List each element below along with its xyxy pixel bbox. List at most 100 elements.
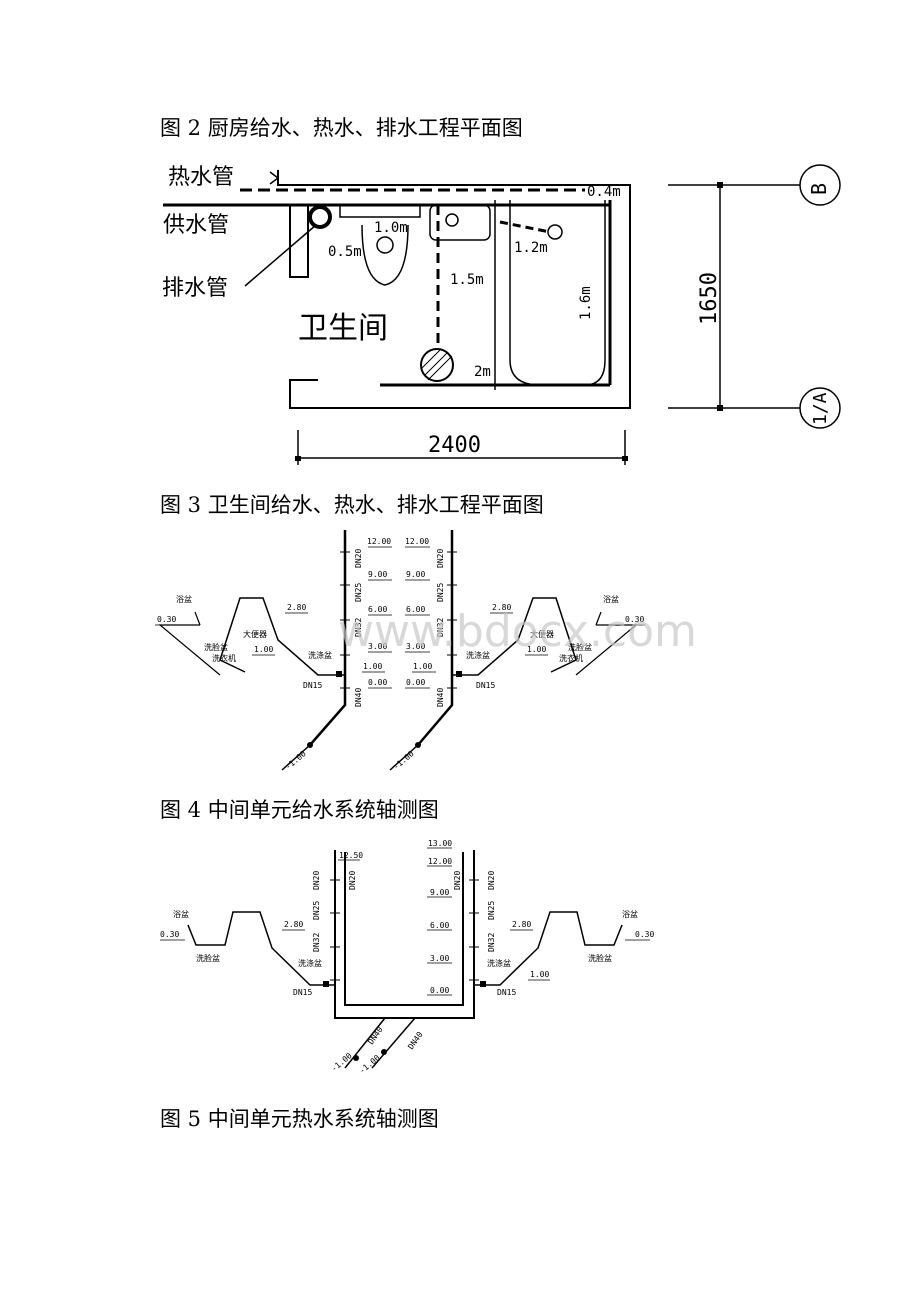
fig4-caption: 图 4 中间单元给水系统轴测图 [160,798,439,822]
supply-dn-r2: DN25 [436,583,445,602]
supply-elev-r4: 3.00 [406,642,425,651]
supply-elev-r6: 0.00 [406,678,425,687]
supply-dn-l4: DN40 [354,688,363,707]
supply-elev-l1: 12.00 [367,537,391,546]
hot-l-dn15: DN15 [293,988,312,997]
hot-dn-l3: DN25 [312,901,321,920]
hot-dn-l4: DN32 [312,933,321,952]
hot-l-e030: 0.30 [160,930,179,939]
axis-1a-circle [799,387,841,429]
hot-dn40-b: DN40 [406,1030,425,1051]
axis-b-circle [799,164,841,206]
hot-r-e100: 1.00 [530,970,549,979]
supply-dn-r4: DN40 [436,688,445,707]
supply-l-inlet: -1.00 [284,749,308,771]
supply-elev-l5: 1.00 [363,662,382,671]
supply-dn-r1: DN20 [436,549,445,568]
supply-r-bath: 浴盆 [603,594,619,604]
hot-dn-l2: DN20 [348,871,357,890]
hot-elev-m5: 3.00 [430,954,449,963]
supply-r-e100: 1.00 [527,645,546,654]
supply-l-e030: 0.30 [157,615,176,624]
supply-r-e280: 2.80 [492,603,511,612]
hot-r-e030: 0.30 [635,930,654,939]
supply-dn-l2: DN25 [354,583,363,602]
hot-l-e280: 2.80 [284,920,303,929]
hot-r-e280: 2.80 [512,920,531,929]
toilet [361,224,409,286]
dim-2400: 2400 [428,433,481,458]
supply-l-e100: 1.00 [254,645,273,654]
watermark: www.bdocx.com [338,606,697,657]
supply-dn-r3: DN32 [436,618,445,637]
supply-r-inlet: -1.00 [392,749,416,771]
bathtub [509,200,606,386]
supply-elev-l6: 0.00 [368,678,387,687]
hot-elev-m4: 6.00 [430,921,449,930]
wall-stub [289,204,309,278]
supply-r-basin: 洗脸盆 [568,642,592,652]
floor-drain [308,205,332,229]
fig2-caption: 图 2 厨房给水、热水、排水工程平面图 [160,116,523,140]
fig3-caption: 图 3 卫生间给水、热水、排水工程平面图 [160,493,544,517]
hot-r-dn15: DN15 [497,988,516,997]
supply-l-e280: 2.80 [287,603,306,612]
wall-outline [277,170,631,409]
supply-elev-r3: 6.00 [406,605,425,614]
supply-r-sink: 洗涤盆 [466,650,490,660]
hot-dn-l1: DN20 [312,871,321,890]
basin-top [339,204,421,218]
hot-r-bath: 浴盆 [622,909,638,919]
dim-1-0: 1.0m [374,220,408,236]
supply-elev-l3: 6.00 [368,605,387,614]
supply-dn-l1: DN20 [354,549,363,568]
supply-r-dn15: DN15 [476,681,495,690]
hot-dn-r2: DN20 [487,871,496,890]
label-hot-pipe: 热水管 [168,165,234,190]
supply-elev-r5: 1.00 [413,662,432,671]
label-supply-pipe: 供水管 [163,213,229,238]
supply-elev-r2: 9.00 [406,570,425,579]
supply-l-bath: 浴盆 [176,594,192,604]
hot-inlet-a: -1.00 [330,1051,354,1073]
hot-l-bath: 浴盆 [173,909,189,919]
hot-elev-m3: 9.00 [430,888,449,897]
hot-dn-r1: DN20 [453,871,462,890]
label-drain-pipe: 排水管 [162,276,228,301]
axis-b-label: B [807,183,831,195]
hot-elev-m2: 12.00 [428,857,452,866]
supply-elev-l2: 9.00 [368,570,387,579]
sink [429,204,491,241]
hot-dn-r4: DN32 [487,933,496,952]
hot-l-basin: 洗脸盆 [196,953,220,963]
hot-elev-m6: 0.00 [430,986,449,995]
hot-inlet-b: -1.00 [358,1053,382,1075]
supply-l-dn15: DN15 [303,681,322,690]
hot-dn40-a: DN40 [366,1025,385,1046]
dim-0-5: 0.5m [328,244,362,260]
supply-elev-r1: 12.00 [405,537,429,546]
hot-elev-left: 12.50 [339,851,363,860]
hot-elev-m1: 13.00 [428,839,452,848]
hot-dn-r3: DN25 [487,901,496,920]
axis-1a-label: 1/A [810,392,831,425]
supply-dn-l3: DN32 [354,618,363,637]
label-room: 卫生间 [298,311,388,346]
supply-r-e030: 0.30 [625,615,644,624]
dim-0-4: 0.4m [587,184,621,200]
hot-l-sink: 洗涤盆 [298,958,322,968]
supply-l-basin: 洗脸盆 [204,642,228,652]
supply-l-toilet: 大便器 [243,629,267,639]
dim-2: 2m [474,364,491,380]
supply-r-toilet: 大便器 [530,629,554,639]
dim-1-2: 1.2m [514,240,548,256]
dim-1-5: 1.5m [450,272,484,288]
hatched-stack [420,348,454,382]
supply-l-sink: 洗涤盆 [308,650,332,660]
dim-1650: 1650 [697,272,722,325]
hot-r-sink: 洗涤盆 [487,958,511,968]
supply-l-washer: 洗衣机 [212,653,236,663]
